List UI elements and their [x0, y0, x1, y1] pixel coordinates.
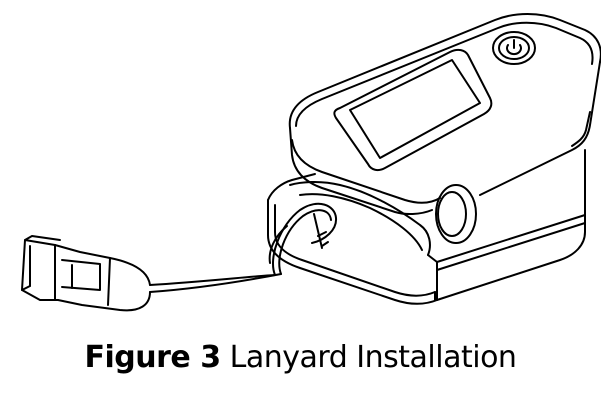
- lanyard-loop: [268, 202, 338, 276]
- lanyard-buckle: [21, 235, 151, 312]
- figure-title: Lanyard Installation: [229, 340, 517, 375]
- display-screen: [333, 48, 493, 172]
- upper-body: [288, 13, 601, 216]
- hinge-knob: [435, 184, 477, 244]
- power-icon: [506, 39, 522, 56]
- figure-caption: Figure 3 Lanyard Installation: [0, 340, 601, 376]
- power-button[interactable]: [492, 31, 536, 65]
- lanyard-string: [149, 273, 282, 293]
- figure-label: Figure 3: [84, 340, 222, 375]
- lower-clamp: [267, 149, 586, 305]
